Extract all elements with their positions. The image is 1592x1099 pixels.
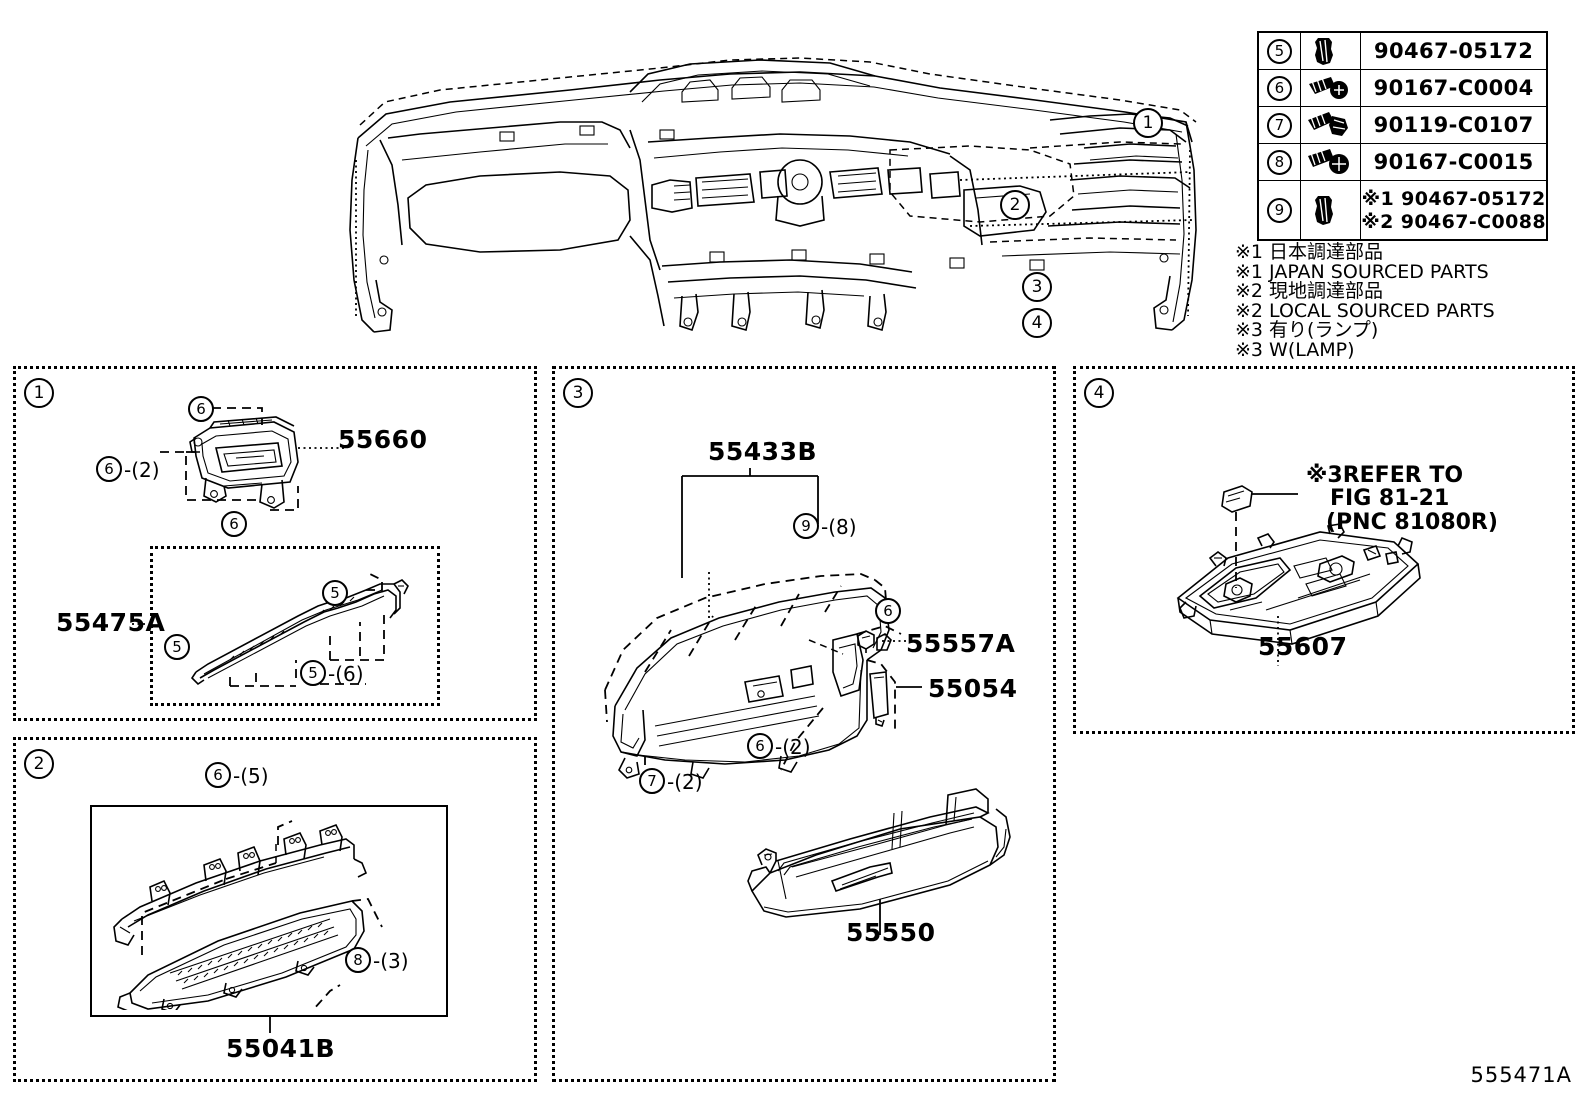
fastener-callout-9[interactable]: 9 — [793, 513, 819, 539]
fastener-callout-5[interactable]: 5 — [322, 580, 348, 606]
detail-panel-4 — [1073, 366, 1575, 734]
part-number-55660: 55660 — [338, 425, 428, 454]
fastener-part-number-jp: ※1 90467-05172 — [1361, 187, 1546, 210]
fastener-qty-6: -(2) — [124, 458, 160, 482]
fastener-qty-5: -(6) — [328, 662, 364, 686]
table-row: 5 90467-05172 — [1257, 31, 1548, 70]
fastener-part-number: ※1 90467-05172 ※2 90467-C0088 — [1360, 180, 1548, 241]
fastener-part-table: 5 90467-05172 6 90167-C0004 7 — [1257, 31, 1548, 241]
fastener-callout-7[interactable]: 7 — [639, 768, 665, 794]
fastener-callout-6[interactable]: 6 — [221, 511, 247, 537]
bolt-icon — [1299, 106, 1362, 144]
fastener-qty-7: -(2) — [667, 770, 703, 794]
part-55475A-subpanel — [150, 546, 440, 706]
main-callout-2[interactable]: 2 — [1000, 190, 1030, 220]
label-bracket-55433B — [680, 468, 820, 588]
part-55550-drawing — [740, 755, 1020, 935]
panel-3-callout[interactable]: 3 — [563, 378, 593, 408]
main-callout-4[interactable]: 4 — [1022, 308, 1052, 338]
part-number-55607: 55607 — [1258, 632, 1348, 661]
part-55557A-drawing — [852, 628, 882, 654]
fastener-ref-9: 9 — [1266, 197, 1292, 223]
part-55660-drawing — [150, 390, 410, 535]
fastener-ref-cell: 9 — [1257, 180, 1301, 241]
label-leader-55475A — [132, 620, 154, 628]
part-55054-drawing — [862, 668, 898, 730]
note-line: ※3 W(LAMP) — [1235, 338, 1355, 361]
reference-note-line-1: ※3REFER TO — [1306, 463, 1464, 488]
fastener-part-number: 90167-C0004 — [1360, 69, 1548, 107]
fastener-callout-5[interactable]: 5 — [164, 634, 190, 660]
label-leader-55054 — [896, 684, 922, 690]
part-number-55433B: 55433B — [708, 437, 818, 466]
fastener-callout-6[interactable]: 6 — [96, 456, 122, 482]
part-number-55550: 55550 — [846, 918, 936, 947]
fastener-ref-cell: 6 — [1257, 69, 1301, 107]
fastener-callout-6[interactable]: 6 — [188, 396, 214, 422]
fastener-qty-8: -(3) — [373, 949, 409, 973]
fastener-part-number: 90119-C0107 — [1360, 106, 1548, 144]
clip-icon — [1299, 180, 1362, 241]
fastener-part-number: 90167-C0015 — [1360, 143, 1548, 181]
note-line: ※3 有り(ランプ) — [1235, 319, 1379, 341]
fastener-ref-cell: 7 — [1257, 106, 1301, 144]
fastener-ref-cell: 5 — [1257, 31, 1301, 70]
fastener-callout-5[interactable]: 5 — [300, 660, 326, 686]
panel-4-callout[interactable]: 4 — [1084, 378, 1114, 408]
fastener-ref-8: 8 — [1266, 149, 1292, 175]
sourcing-notes: ※1 日本調達部品 ※1 JAPAN SOURCED PARTS ※2 現地調達… — [1235, 241, 1585, 361]
clip-icon — [1299, 31, 1362, 70]
part-55433B-drawing — [585, 530, 915, 780]
part-number-55475A: 55475A — [56, 608, 166, 637]
label-leader-55557A — [882, 638, 906, 644]
fastener-ref-cell: 8 — [1257, 143, 1301, 181]
screw-icon — [1299, 143, 1362, 181]
reference-note-line-2: FIG 81-21 — [1330, 486, 1450, 511]
reference-note-line-3: (PNC 81080R) — [1326, 510, 1498, 535]
fastener-ref-7: 7 — [1266, 112, 1292, 138]
panel-2-callout[interactable]: 2 — [24, 749, 54, 779]
detail-panel-1 — [13, 366, 537, 721]
part-55475A-drawing — [170, 560, 430, 700]
fastener-qty-6: -(5) — [233, 764, 269, 788]
fastener-callout-6[interactable]: 6 — [205, 762, 231, 788]
table-row: 7 90119-C0107 — [1257, 106, 1548, 144]
fastener-callout-6[interactable]: 6 — [875, 598, 901, 624]
table-row: 8 90167-C0015 — [1257, 143, 1548, 181]
fastener-qty-9: -(8) — [821, 515, 857, 539]
note-line: ※1 日本調達部品 — [1235, 241, 1384, 263]
detail-panel-2 — [13, 737, 537, 1082]
part-number-55041B: 55041B — [226, 1034, 336, 1063]
main-callout-3[interactable]: 3 — [1022, 272, 1052, 302]
main-illustration — [330, 30, 1230, 350]
label-leader-55041B — [268, 1017, 272, 1033]
fastener-part-number-local: ※2 90467-C0088 — [1361, 210, 1546, 233]
fastener-ref-6: 6 — [1266, 75, 1292, 101]
part-55041B-subpanel — [90, 805, 448, 1017]
panel-1-callout[interactable]: 1 — [24, 378, 54, 408]
table-row: 9 ※1 90467-05172 ※2 90467-C0088 — [1257, 180, 1548, 241]
fastener-callout-8[interactable]: 8 — [345, 947, 371, 973]
part-55041B-drawing — [100, 815, 440, 1010]
fastener-qty-6: -(2) — [775, 735, 811, 759]
screw-icon — [1299, 69, 1362, 107]
fastener-ref-5: 5 — [1266, 38, 1292, 64]
part-55607-drawing — [1170, 470, 1460, 670]
note-line: ※2 LOCAL SOURCED PARTS — [1235, 299, 1495, 322]
part-number-55054: 55054 — [928, 674, 1018, 703]
note-line: ※2 現地調達部品 — [1235, 280, 1384, 302]
part-number-55557A: 55557A — [906, 629, 1016, 658]
note-line: ※1 JAPAN SOURCED PARTS — [1235, 260, 1489, 283]
fastener-part-number: 90467-05172 — [1360, 31, 1548, 70]
fastener-callout-6[interactable]: 6 — [747, 733, 773, 759]
main-callout-1[interactable]: 1 — [1133, 108, 1163, 138]
table-row: 6 90167-C0004 — [1257, 69, 1548, 107]
figure-id: 555471A — [1470, 1063, 1572, 1087]
detail-panel-3 — [552, 366, 1056, 1082]
